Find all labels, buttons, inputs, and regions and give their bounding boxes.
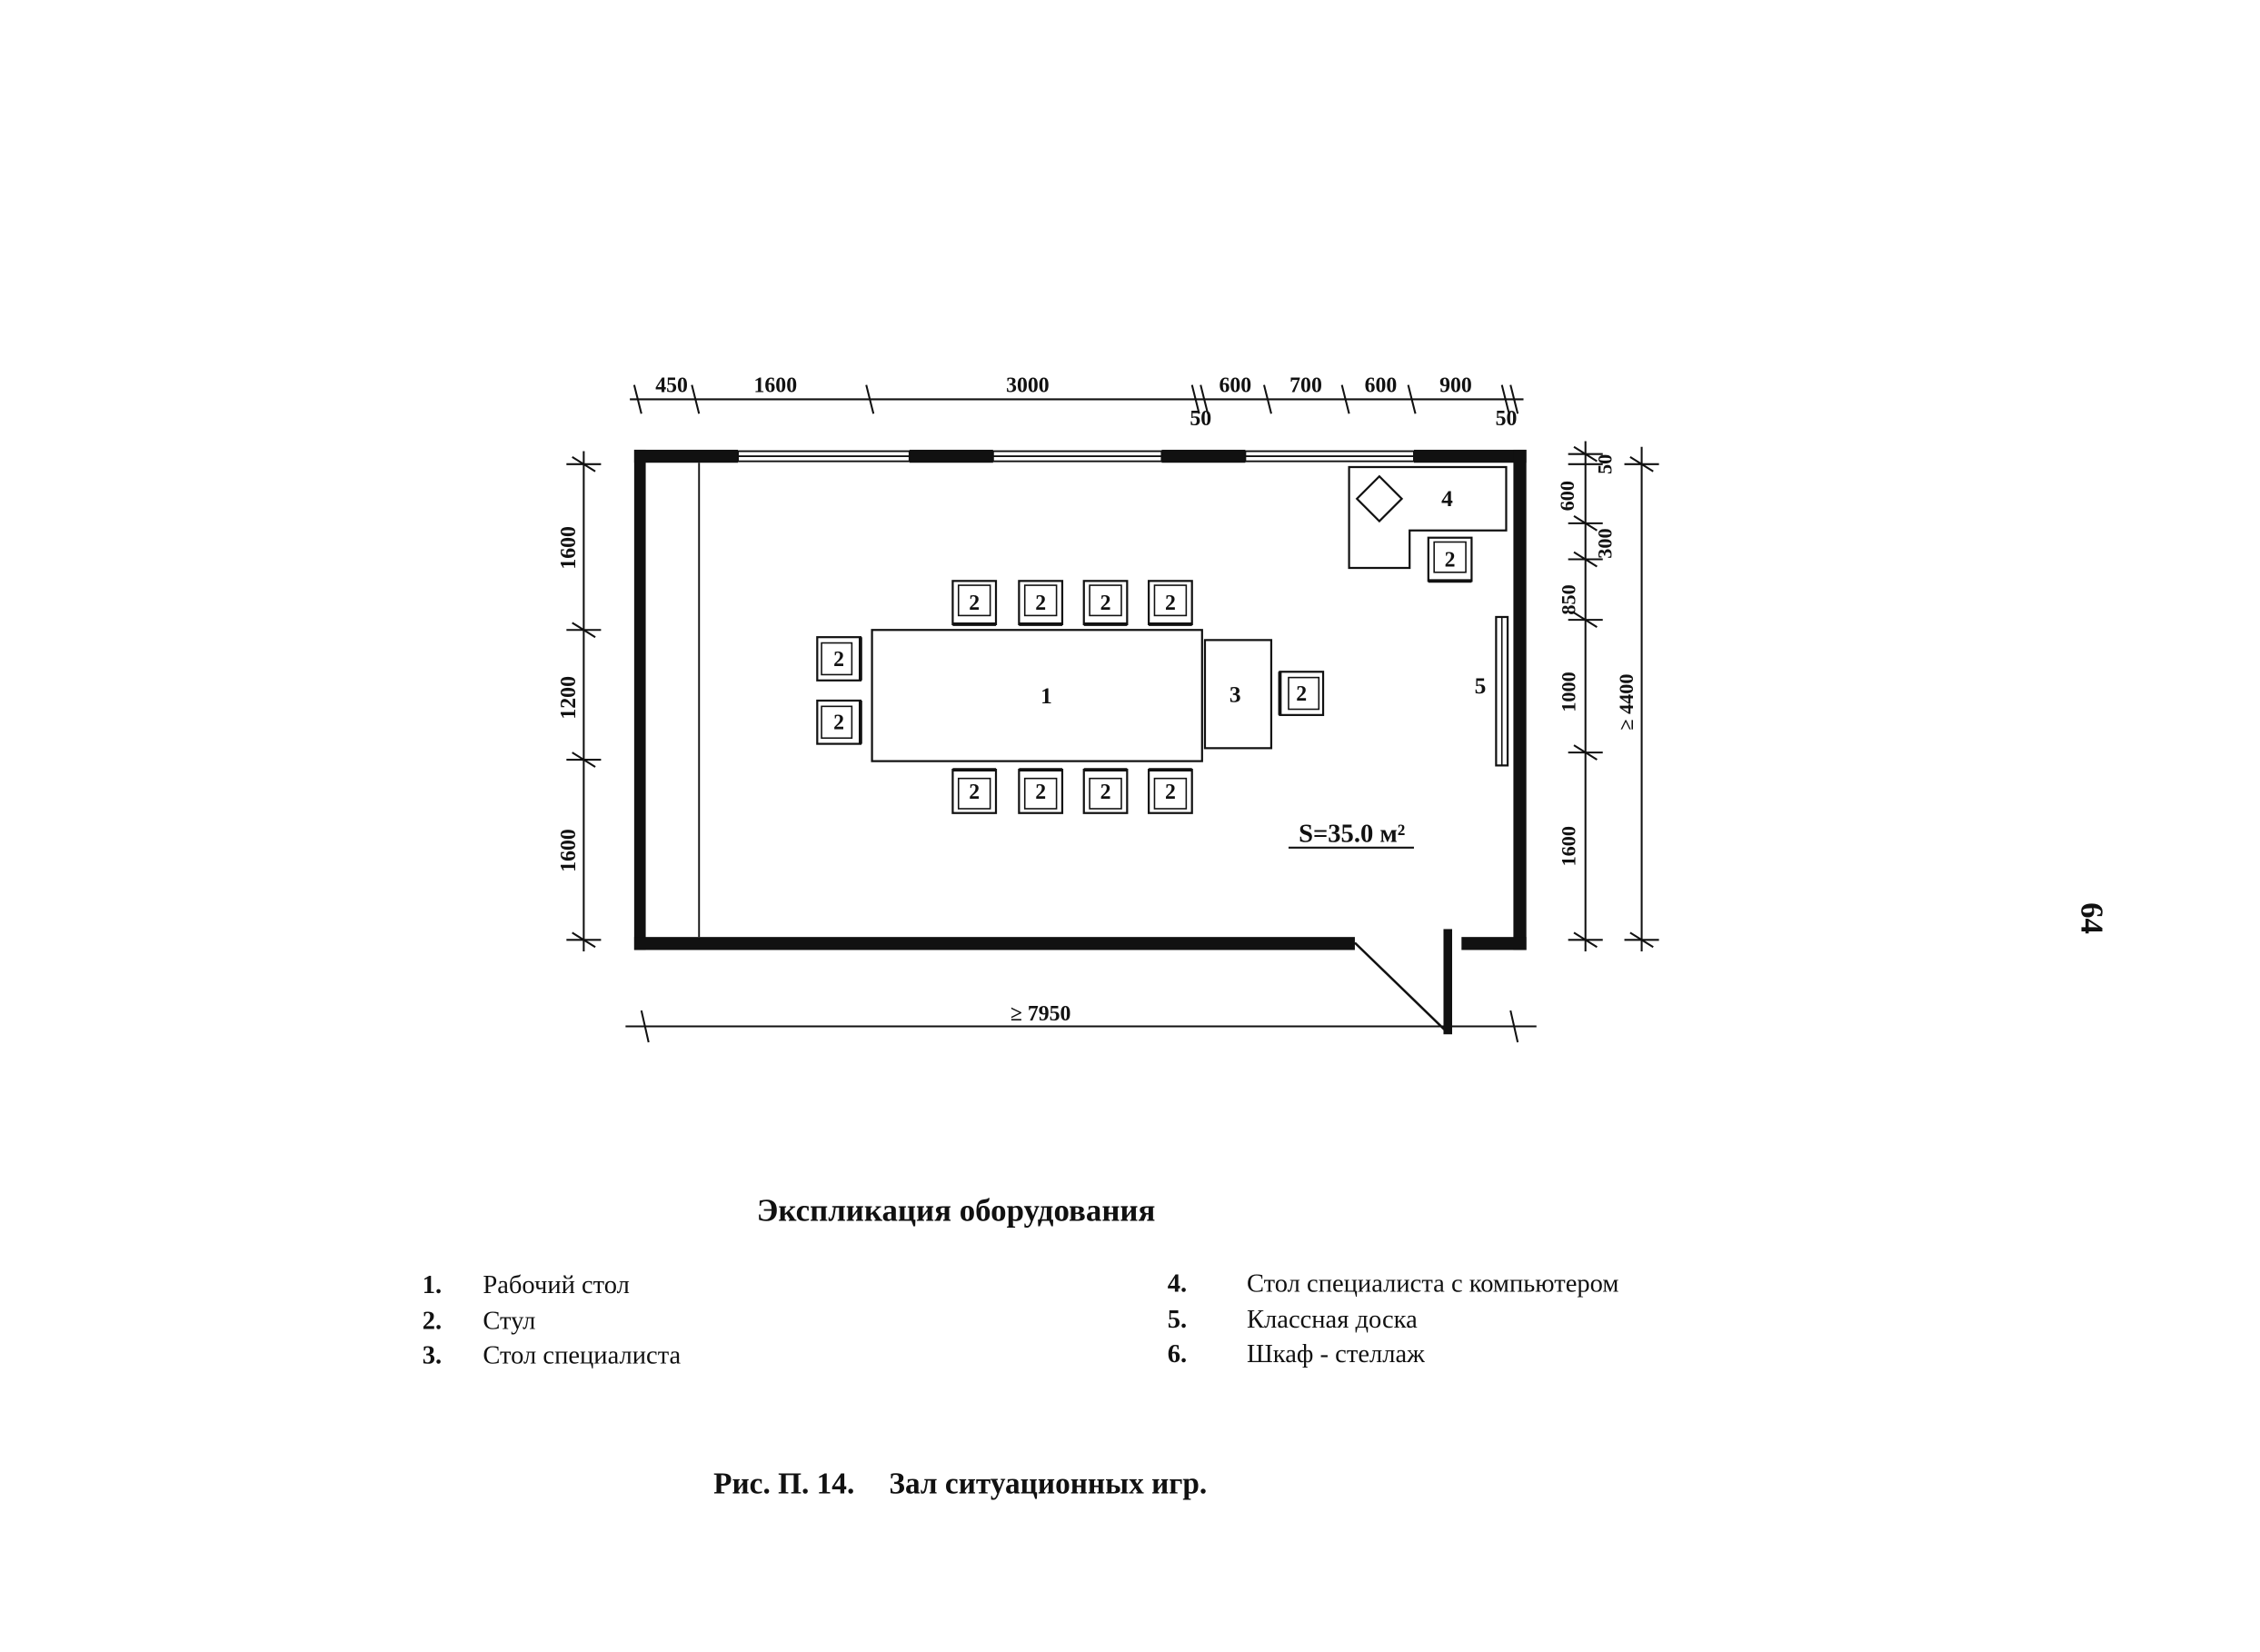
total-width-dimension (625, 1010, 1537, 1043)
chair: 2 (816, 699, 862, 745)
left-dimension-chain (566, 451, 602, 952)
chair: 2 (1018, 768, 1064, 814)
dim-left-1600-bottom: 1600 (557, 829, 581, 872)
dim-top-50-a: 50 (1190, 407, 1211, 431)
dim-right-1000: 1000 (1558, 672, 1580, 712)
specialist-table (1203, 639, 1273, 750)
chair: 2 (951, 580, 998, 626)
legend-item-4: 4. Стол специалиста с компьютером (1168, 1269, 1619, 1299)
chair: 2 (1082, 768, 1129, 814)
room-area: S=35.0 м² (1299, 820, 1405, 848)
chair-label: 2 (1100, 781, 1111, 804)
chair: 2 (1427, 536, 1473, 583)
legend-item-number: 4. (1167, 1269, 1188, 1298)
computer-monitor-icon (1355, 474, 1404, 523)
legend-item-text: Стул (483, 1306, 536, 1336)
chairs: 2 2 2 2 2 2 2 2 2 2 2 2 (816, 536, 1473, 814)
legend-item-number: 3. (422, 1340, 443, 1370)
legend-item-number: 2. (422, 1306, 443, 1336)
chair-label: 2 (969, 592, 980, 615)
dim-right-50: 50 (1593, 454, 1616, 474)
chair-label: 2 (1296, 682, 1307, 706)
legend-item-number: 1. (422, 1269, 443, 1299)
dim-right-600: 600 (1556, 481, 1578, 511)
chair-label: 2 (1165, 781, 1176, 804)
figure-caption: Рис. П. 14. Зал ситуационных игр. (713, 1466, 1207, 1502)
dim-total-height: ≥ 4400 (1615, 674, 1638, 731)
dim-left-1200: 1200 (557, 676, 581, 720)
legend-item-2: 2. Стул (423, 1306, 536, 1336)
dim-right-1600: 1600 (1558, 826, 1580, 866)
room-walls (633, 449, 1527, 950)
dim-total-width: ≥ 7950 (1011, 1002, 1071, 1026)
top-dimension-chain (630, 384, 1524, 414)
legend-item-number: 6. (1167, 1339, 1188, 1368)
total-height-dimension (1624, 446, 1659, 952)
dim-top-600-a: 600 (1219, 373, 1251, 397)
legend-item-3: 3. Стол специалиста (423, 1340, 681, 1370)
legend-item-text: Рабочий стол (483, 1269, 630, 1299)
chair: 2 (1082, 580, 1129, 626)
dim-top-1600: 1600 (754, 373, 798, 397)
dim-top-700: 700 (1289, 373, 1322, 397)
dim-right-850: 850 (1558, 584, 1580, 614)
chair: 2 (816, 636, 862, 682)
legend-item-text: Классная доска (1246, 1304, 1418, 1334)
specialist-table-label: 3 (1230, 682, 1241, 708)
legend-title: Экспликация оборудования (756, 1191, 1156, 1229)
legend-item-text: Стол специалиста (483, 1340, 682, 1370)
chair-label: 2 (1100, 592, 1111, 615)
work-table-label: 1 (1040, 683, 1052, 709)
dim-top-3000: 3000 (1006, 373, 1050, 397)
chair-label: 2 (833, 648, 844, 672)
specialist-computer-table-label: 4 (1441, 486, 1453, 512)
legend-item-text: Шкаф - стеллаж (1246, 1339, 1425, 1368)
chair-label: 2 (1035, 781, 1046, 804)
chair-label: 2 (1165, 592, 1176, 615)
windows (737, 450, 1415, 463)
legend-item-5: 5. Классная доска (1168, 1305, 1418, 1335)
dim-top-50-b: 50 (1496, 407, 1518, 431)
figure-title: Зал ситуационных игр. (889, 1466, 1208, 1501)
legend-item-6: 6. Шкаф - стеллаж (1168, 1339, 1425, 1369)
figure-number: Рис. П. 14. (713, 1466, 855, 1501)
legend-item-number: 5. (1167, 1304, 1188, 1334)
chair: 2 (1148, 768, 1193, 814)
chair-label: 2 (833, 712, 844, 735)
legend-item-text: Стол специалиста с компьютером (1246, 1269, 1619, 1298)
legend-item-1: 1. Рабочий стол (423, 1270, 630, 1300)
chair-label: 2 (1035, 592, 1046, 615)
chair: 2 (951, 768, 998, 814)
chair-label: 2 (1445, 548, 1456, 572)
work-table (871, 629, 1203, 762)
right-dimension-chain (1568, 441, 1603, 952)
classroom-board-label: 5 (1475, 673, 1487, 699)
dim-right-300: 300 (1593, 528, 1616, 558)
door (1354, 929, 1452, 1035)
dim-top-450: 450 (655, 373, 688, 397)
dim-top-900: 900 (1439, 373, 1472, 397)
dim-top-600-b: 600 (1365, 373, 1398, 397)
chair-label: 2 (969, 781, 980, 804)
dim-left-1600-top: 1600 (557, 526, 581, 570)
chair: 2 (1018, 580, 1064, 626)
chair: 2 (1148, 580, 1193, 626)
chair: 2 (1278, 671, 1325, 716)
page-number: 64 (2074, 902, 2111, 934)
